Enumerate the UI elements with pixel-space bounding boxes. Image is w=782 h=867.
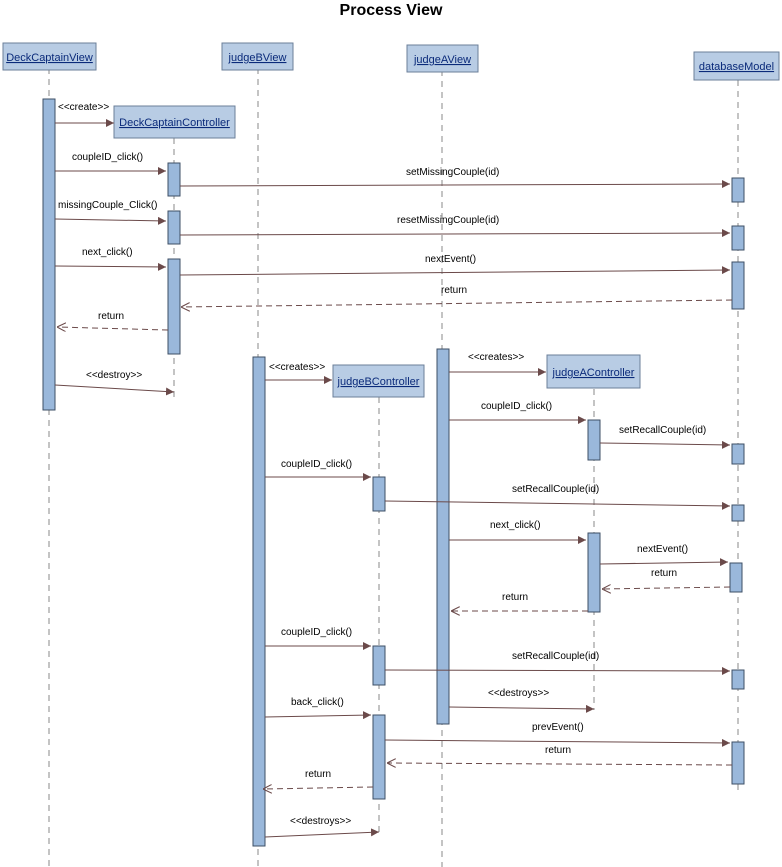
message-label: coupleID_click() (481, 401, 552, 412)
message-arrow (179, 180, 731, 189)
message-label: resetMissingCouple(id) (397, 215, 499, 226)
diagram-title: Process View (339, 2, 443, 19)
return-arrow (387, 763, 733, 765)
object-box-deckcaptainview: DeckCaptainView (2, 42, 97, 71)
activation-bar (372, 645, 386, 686)
activation-bar (372, 476, 386, 512)
object-box-judgeaview: judgeAView (406, 44, 479, 73)
message-label: prevEvent() (532, 722, 584, 733)
object-label: DeckCaptainController (119, 117, 230, 129)
activation-bar (731, 261, 745, 310)
message-arrow (384, 666, 731, 675)
message-label: return (98, 311, 124, 322)
message-label: coupleID_click() (281, 459, 352, 470)
activation-bar (731, 225, 745, 251)
message-label: back_click() (291, 697, 344, 708)
activation-bar (587, 532, 601, 613)
activation-bar (252, 356, 266, 847)
activation-bar (436, 348, 450, 725)
message-label: <<creates>> (269, 362, 325, 373)
activation-bar (42, 98, 56, 411)
message-label: return (441, 285, 467, 296)
activation-bar (731, 504, 745, 522)
message-arrow (54, 262, 167, 271)
object-box-judgebview: judgeBView (221, 42, 294, 71)
object-label: judgeBController (337, 376, 420, 388)
message-arrow (384, 500, 731, 510)
activation-bar (167, 162, 181, 197)
message-label: <<destroys>> (290, 816, 351, 827)
activation-bar (731, 443, 745, 465)
message-label: coupleID_click() (72, 152, 143, 163)
message-label: return (305, 769, 331, 780)
message-arrow (599, 440, 731, 449)
message-arrow (54, 384, 175, 396)
object-label: judgeBView (228, 52, 287, 64)
message-arrow (264, 711, 372, 720)
message-arrow (599, 558, 729, 567)
object-label: databaseModel (699, 61, 774, 73)
message-arrow (179, 266, 731, 276)
activation-bar (167, 258, 181, 355)
message-label: setRecallCouple(id) (512, 651, 599, 662)
object-label: judgeAController (552, 367, 635, 379)
message-arrow (264, 828, 380, 838)
message-arrow (54, 216, 167, 225)
object-box-deckcaptaincontroller: DeckCaptainController (113, 105, 236, 139)
activation-bar (587, 419, 601, 461)
message-arrow (448, 704, 595, 713)
message-label: return (502, 592, 528, 603)
message-label: missingCouple_Click() (58, 200, 157, 211)
return-arrow (181, 299, 733, 307)
message-label: setMissingCouple(id) (406, 167, 499, 178)
activation-bar (731, 177, 745, 203)
message-label: return (651, 568, 677, 579)
object-label: judgeAView (413, 54, 471, 66)
object-label: DeckCaptainView (6, 52, 93, 64)
message-label: <<destroy>> (86, 370, 142, 381)
message-label: next_click() (490, 520, 541, 531)
return-arrow (263, 787, 374, 789)
message-label: nextEvent() (637, 544, 688, 555)
activation-bar (731, 669, 745, 690)
message-label: setRecallCouple(id) (619, 425, 706, 436)
message-label: <<create>> (58, 102, 109, 113)
message-arrow (179, 229, 731, 238)
activation-bar (167, 210, 181, 245)
activation-bar (731, 741, 745, 785)
message-label: coupleID_click() (281, 627, 352, 638)
object-box-judgeacontroller: judgeAController (546, 354, 641, 389)
message-label: <<creates>> (468, 352, 524, 363)
return-arrow (602, 587, 731, 589)
message-label: nextEvent() (425, 254, 476, 265)
message-label: next_click() (82, 247, 133, 258)
return-arrow (57, 327, 169, 330)
activation-bar (372, 714, 386, 800)
message-label: <<destroys>> (488, 688, 549, 699)
object-box-databasemodel: databaseModel (693, 51, 780, 81)
message-label: setRecallCouple(id) (512, 484, 599, 495)
activation-bar (729, 562, 743, 593)
message-arrow (384, 738, 731, 747)
message-label: return (545, 745, 571, 756)
object-box-judgebcontroller: judgeBController (332, 364, 425, 398)
